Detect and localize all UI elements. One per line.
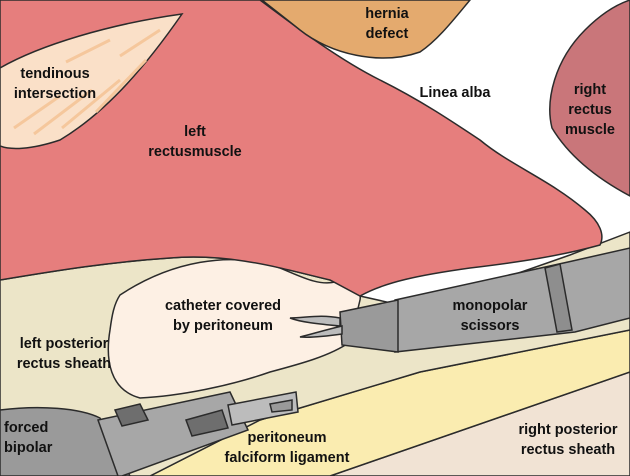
peritoneum-falciform-line-2: falciform ligament bbox=[224, 450, 350, 466]
right-posterior-rectus-sheath-line-2: rectus sheath bbox=[520, 442, 616, 458]
peritoneum-falciform-label: peritoneum falciform ligament bbox=[212, 428, 362, 468]
right-posterior-rectus-sheath-label: right posterior rectus sheath bbox=[508, 420, 628, 460]
left-posterior-rectus-sheath-line-1: left posterior bbox=[19, 336, 109, 352]
hernia-defect-region bbox=[260, 0, 471, 59]
tendinous-intersection-label: tendinous intersection bbox=[5, 64, 105, 104]
right-rectus-muscle-label: right rectus muscle bbox=[555, 80, 625, 140]
left-posterior-rectus-sheath-line-2: rectus sheath bbox=[16, 356, 112, 372]
forced-bipolar-instrument bbox=[0, 391, 299, 476]
tendinous-stripes bbox=[13, 28, 161, 136]
forced-bipolar-label: forced bipolar bbox=[0, 418, 68, 458]
linea-alba-line-1: Linea alba bbox=[419, 85, 491, 101]
hernia-defect-line-1: hernia bbox=[365, 6, 409, 22]
catheter-line-1: catheter covered bbox=[164, 298, 282, 314]
tendinous-intersection-region bbox=[0, 13, 184, 150]
monopolar-scissors-line-2: scissors bbox=[460, 318, 520, 334]
monopolar-scissors-line-1: monopolar bbox=[452, 298, 528, 314]
monopolar-scissors-instrument bbox=[289, 247, 630, 353]
forced-bipolar-line-2: bipolar bbox=[4, 440, 53, 456]
left-rectus-muscle-label: left rectusmuscle bbox=[135, 122, 255, 162]
left-rectus-muscle-line-2: rectusmuscle bbox=[148, 144, 242, 160]
left-rectus-muscle-line-1: left bbox=[184, 124, 206, 140]
catheter-line-2: by peritoneum bbox=[173, 318, 273, 334]
left-rectus-muscle-region bbox=[0, 0, 603, 297]
hernia-defect-label: hernia defect bbox=[352, 4, 422, 44]
monopolar-scissors-label: monopolar scissors bbox=[440, 296, 540, 336]
right-rectus-muscle-line-1: right bbox=[573, 82, 607, 98]
right-rectus-muscle-region bbox=[549, 0, 630, 197]
tendinous-intersection-line-2: intersection bbox=[13, 86, 97, 102]
right-posterior-rectus-sheath-line-1: right posterior bbox=[518, 422, 618, 438]
catheter-label: catheter covered by peritoneum bbox=[158, 296, 288, 336]
tendinous-intersection-line-1: tendinous bbox=[20, 66, 90, 82]
right-rectus-muscle-line-2: rectus bbox=[568, 102, 612, 118]
forced-bipolar-line-1: forced bbox=[4, 420, 49, 436]
hernia-defect-line-2: defect bbox=[365, 26, 409, 42]
linea-alba-label: Linea alba bbox=[405, 83, 505, 103]
left-posterior-rectus-sheath-label: left posterior rectus sheath bbox=[4, 334, 124, 374]
peritoneum-falciform-line-1: peritoneum bbox=[247, 430, 327, 446]
right-rectus-muscle-line-3: muscle bbox=[565, 122, 615, 138]
